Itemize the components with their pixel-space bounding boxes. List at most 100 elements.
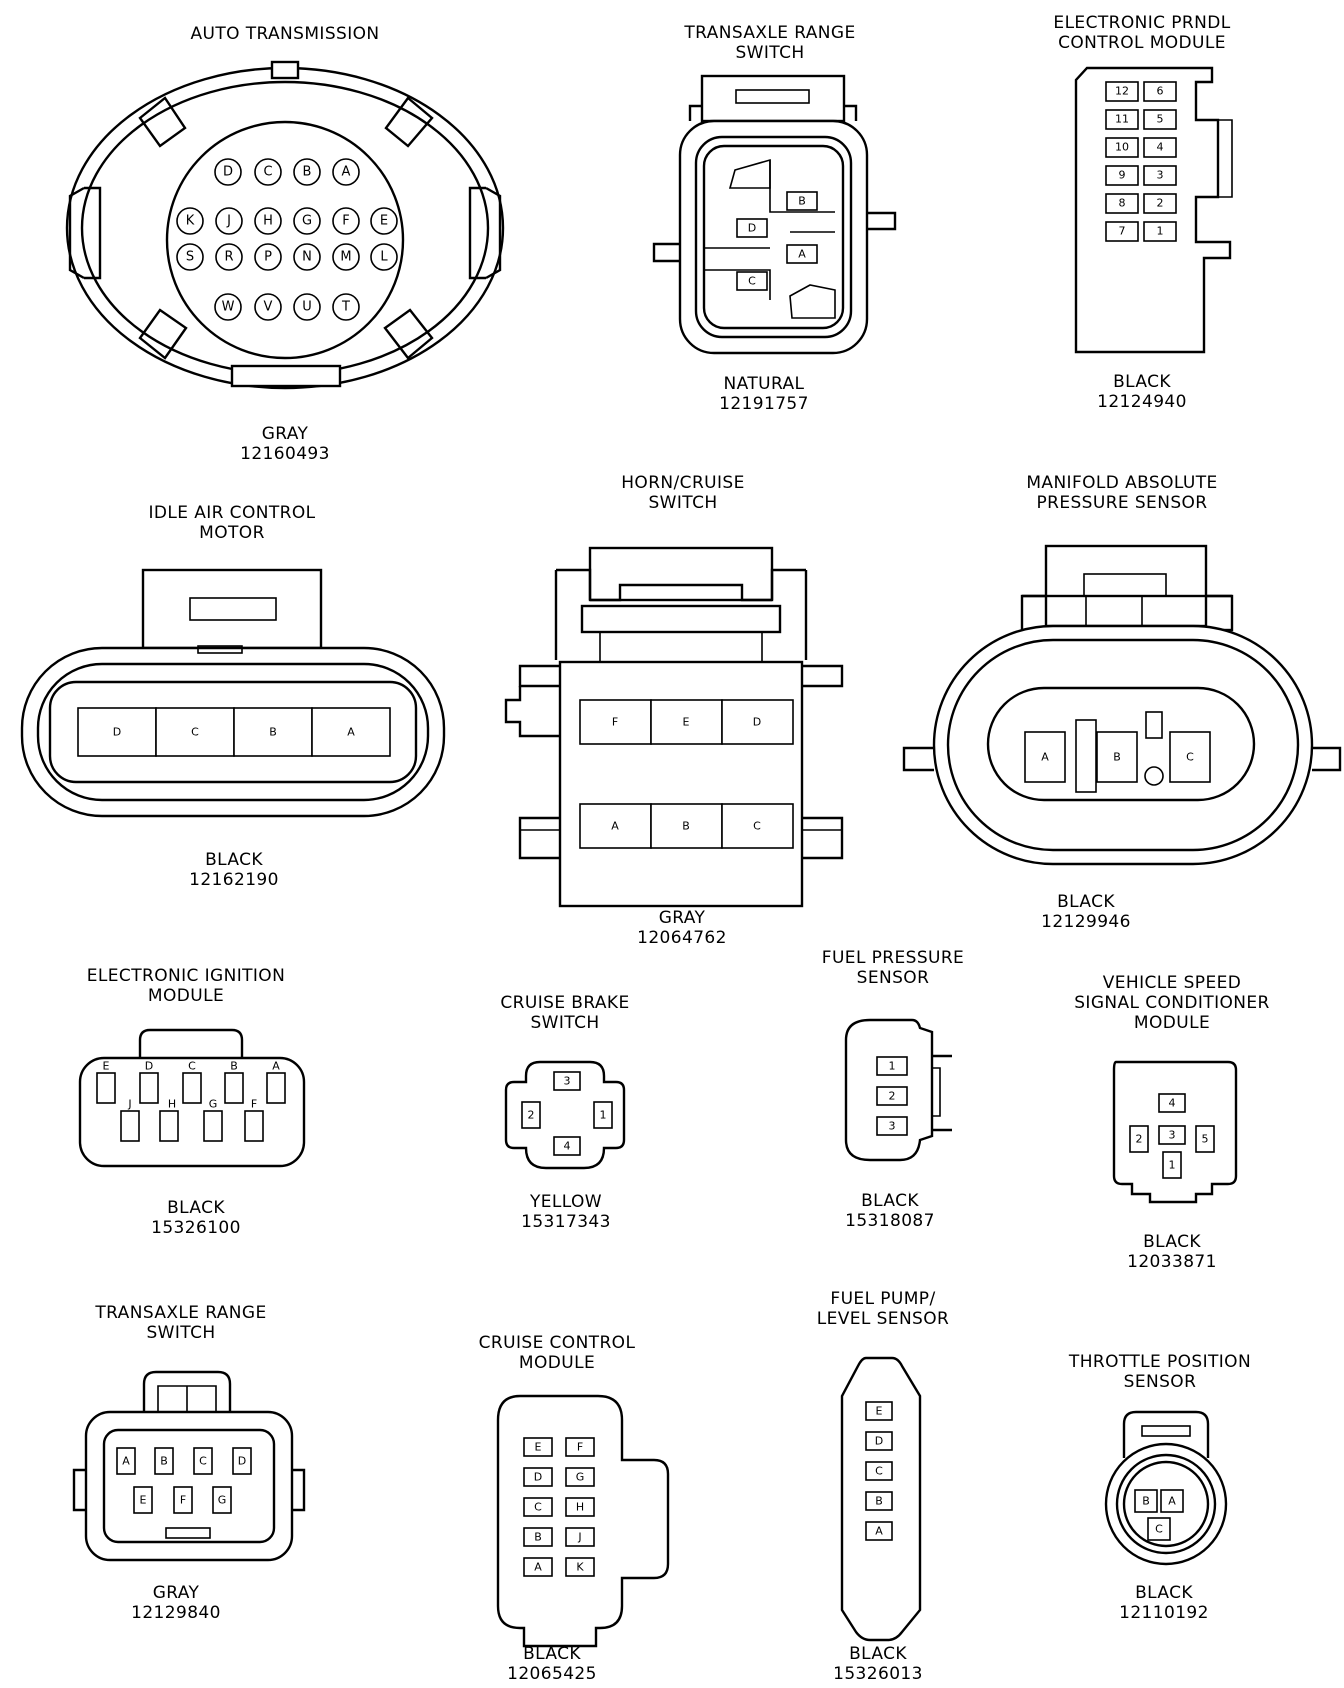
pin: G — [293, 207, 321, 235]
transaxle-top-part-number: 12191757 — [719, 394, 809, 414]
pin: K — [176, 207, 204, 235]
pin: 5 — [1143, 109, 1177, 130]
auto-transmission-title: AUTO TRANSMISSION — [190, 24, 379, 44]
pin: A — [116, 1447, 136, 1475]
pin: D — [736, 218, 768, 238]
pin: G — [565, 1467, 595, 1487]
ignition-title-line2: MODULE — [148, 986, 224, 1006]
auto-transmission-part-number: 12160493 — [240, 444, 330, 464]
svg-text:1: 1 — [889, 1060, 896, 1073]
pin: B — [650, 803, 723, 849]
iac-color: BLACK — [205, 850, 263, 870]
svg-text:G: G — [218, 1494, 227, 1507]
svg-text:F: F — [577, 1441, 583, 1454]
svg-text:D: D — [238, 1455, 246, 1468]
pin: G — [212, 1486, 232, 1514]
svg-text:F: F — [180, 1494, 186, 1507]
svg-text:G: G — [302, 214, 312, 229]
svg-text:C: C — [263, 165, 272, 180]
svg-text:E: E — [876, 1405, 883, 1418]
pin: U — [293, 293, 321, 321]
svg-text:A: A — [875, 1525, 883, 1538]
iac-title-line1: IDLE AIR CONTROL — [149, 503, 316, 523]
connector-transaxle-range-switch-top: TRANSAXLE RANGE SWITCH B D A C NATURAL 1… — [652, 23, 897, 414]
svg-text:C: C — [748, 275, 756, 288]
pin: C — [721, 803, 794, 849]
svg-text:A: A — [534, 1561, 542, 1574]
pin: E — [523, 1437, 553, 1457]
map-part-number: 12129946 — [1041, 912, 1131, 932]
svg-text:C: C — [875, 1465, 883, 1478]
transaxle-top-title-line1: TRANSAXLE RANGE — [683, 23, 855, 43]
svg-text:H: H — [263, 214, 273, 229]
pin: D — [232, 1447, 252, 1475]
transaxle-top-color: NATURAL — [724, 374, 805, 394]
svg-text:D: D — [534, 1471, 542, 1484]
ccm-title-line1: CRUISE CONTROL — [479, 1333, 636, 1353]
prndl-pins: 12 6 11 5 10 4 9 3 8 2 7 1 — [1105, 81, 1177, 242]
pin: R — [215, 243, 243, 271]
connector-cruise-control-module: CRUISE CONTROL MODULE E F D G C H B J A … — [479, 1333, 670, 1684]
cruise-brake-color: YELLOW — [529, 1192, 602, 1212]
pin: A — [266, 1060, 286, 1104]
svg-text:D: D — [875, 1435, 883, 1448]
svg-text:V: V — [264, 300, 273, 315]
svg-text:B: B — [230, 1060, 238, 1073]
svg-text:C: C — [1155, 1523, 1163, 1536]
pin: 11 — [1105, 109, 1139, 130]
pin: 5 — [1195, 1125, 1215, 1153]
tps-part-number: 12110192 — [1119, 1603, 1209, 1623]
svg-text:6: 6 — [1157, 85, 1164, 98]
pin: C — [155, 707, 235, 757]
pin: B — [293, 158, 321, 186]
svg-text:H: H — [576, 1501, 584, 1514]
pin: F — [565, 1437, 595, 1457]
pin: 8 — [1105, 193, 1139, 214]
svg-text:11: 11 — [1115, 113, 1129, 126]
pin: J — [215, 207, 243, 235]
fuel-pump-title-line1: FUEL PUMP/ — [830, 1289, 935, 1309]
pin: D — [865, 1431, 893, 1451]
pin: 3 — [1143, 165, 1177, 186]
svg-text:C: C — [1186, 751, 1194, 764]
svg-text:B: B — [534, 1531, 542, 1544]
pin: B — [154, 1447, 174, 1475]
pin: A — [865, 1521, 893, 1541]
pin: D — [523, 1467, 553, 1487]
pin: 3 — [1158, 1125, 1186, 1145]
svg-text:1: 1 — [1157, 225, 1164, 238]
connector-fuel-pump-level: FUEL PUMP/ LEVEL SENSOR E D C B A BLACK … — [817, 1289, 949, 1684]
svg-text:D: D — [748, 222, 756, 235]
pin: D — [77, 707, 157, 757]
svg-text:F: F — [251, 1098, 257, 1111]
pin: B — [523, 1527, 553, 1547]
pin: 7 — [1105, 221, 1139, 242]
prndl-title-line1: ELECTRONIC PRNDL — [1053, 13, 1230, 33]
svg-text:C: C — [199, 1455, 207, 1468]
pin: F — [579, 699, 652, 745]
fuel-pressure-title-line1: FUEL PRESSURE — [822, 948, 964, 968]
pin: C — [1169, 731, 1211, 783]
transaxle-top-title-line2: SWITCH — [735, 43, 804, 63]
pin: K — [565, 1557, 595, 1577]
svg-text:A: A — [1168, 1495, 1176, 1508]
svg-text:E: E — [380, 214, 388, 229]
ignition-title-line1: ELECTRONIC IGNITION — [87, 966, 285, 986]
svg-text:G: G — [209, 1098, 218, 1111]
pin: P — [254, 243, 282, 271]
svg-text:A: A — [122, 1455, 130, 1468]
vss-title-line3: MODULE — [1134, 1013, 1210, 1033]
svg-text:5: 5 — [1157, 113, 1164, 126]
pin: A — [1024, 731, 1066, 783]
pin: H — [159, 1098, 179, 1142]
pin: 6 — [1143, 81, 1177, 102]
pin: C — [182, 1060, 202, 1104]
svg-text:C: C — [753, 820, 761, 833]
auto-transmission-color: GRAY — [262, 424, 309, 444]
iac-part-number: 12162190 — [189, 870, 279, 890]
pin: 1 — [1162, 1151, 1182, 1179]
pin: B — [786, 191, 818, 211]
svg-text:3: 3 — [1169, 1129, 1176, 1142]
auto-transmission-pins: D C B A K J H G F E S R P N M L W V U T — [176, 158, 398, 321]
pin: 4 — [1158, 1093, 1186, 1113]
